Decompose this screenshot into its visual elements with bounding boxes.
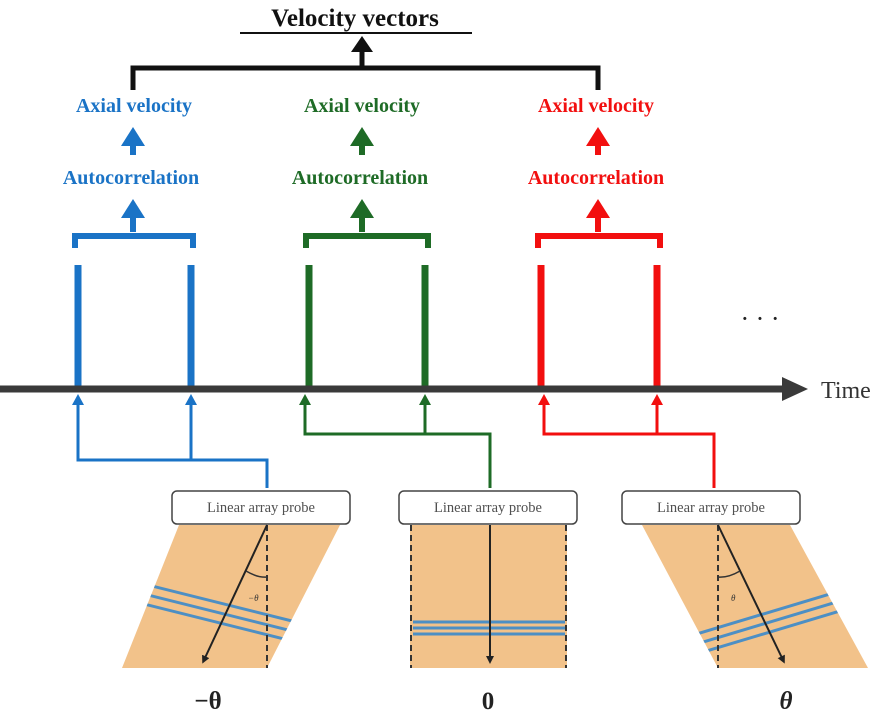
autocorrelation-label: Autocorrelation <box>528 167 664 189</box>
probe-label: Linear array probe <box>207 500 315 516</box>
beam-arrow <box>717 524 785 664</box>
feed-arrowhead <box>419 394 431 405</box>
group-blue: Axial velocity Autocorrelation <box>63 95 269 488</box>
feed-arrowhead <box>185 394 197 405</box>
angle-label: 0 <box>482 688 495 715</box>
inner-angle-label: θ <box>731 593 736 603</box>
tissue-region <box>122 525 340 668</box>
tissue-region <box>410 525 567 668</box>
probe-panel-left: −θ Linear array probe −θ <box>122 490 351 715</box>
probe-label: Linear array probe <box>657 500 765 516</box>
arrowhead <box>350 127 374 146</box>
beam-arrow <box>202 524 268 664</box>
inner-angle-label: −θ <box>248 593 259 603</box>
probe-panel-center: Linear array probe 0 <box>398 490 578 715</box>
autocorrelation-label: Autocorrelation <box>63 167 199 189</box>
feed-arrowhead <box>651 394 663 405</box>
bracket <box>535 233 663 248</box>
probe-feed-line <box>542 403 716 488</box>
time-label: Time <box>821 378 871 404</box>
bracket <box>72 233 196 248</box>
arrowhead <box>586 199 610 218</box>
bracket <box>303 233 431 248</box>
axial-velocity-label: Axial velocity <box>538 95 654 117</box>
arrowhead <box>586 127 610 146</box>
probe-box <box>171 490 351 525</box>
axial-velocity-label: Axial velocity <box>304 95 420 117</box>
ellipsis: · · · <box>741 304 780 333</box>
feed-arrowhead <box>538 394 550 405</box>
time-axis-arrowhead <box>782 377 808 401</box>
probe-label: Linear array probe <box>434 500 542 516</box>
angle-label: −θ <box>194 688 221 715</box>
probe-feed-line <box>76 403 269 488</box>
probe-feed-line <box>303 403 492 488</box>
group-red: Axial velocity Autocorrelation <box>528 95 716 488</box>
angle-arc <box>245 570 268 578</box>
feed-arrowhead <box>299 394 311 405</box>
angle-arc <box>717 570 741 578</box>
probe-box <box>398 490 578 525</box>
angle-label: θ <box>780 688 793 715</box>
title: Velocity vectors <box>271 5 439 32</box>
axial-velocity-label: Axial velocity <box>76 95 192 117</box>
probe-box <box>621 490 801 525</box>
feed-arrowhead <box>72 394 84 405</box>
group-green: Axial velocity Autocorrelation <box>292 95 492 488</box>
top-bracket <box>130 65 601 90</box>
probe-panel-right: θ Linear array probe θ <box>621 490 868 715</box>
arrowhead <box>121 127 145 146</box>
autocorrelation-label: Autocorrelation <box>292 167 428 189</box>
tissue-region <box>642 525 868 668</box>
title-arrowhead <box>351 36 373 52</box>
arrowhead <box>121 199 145 218</box>
arrowhead <box>350 199 374 218</box>
